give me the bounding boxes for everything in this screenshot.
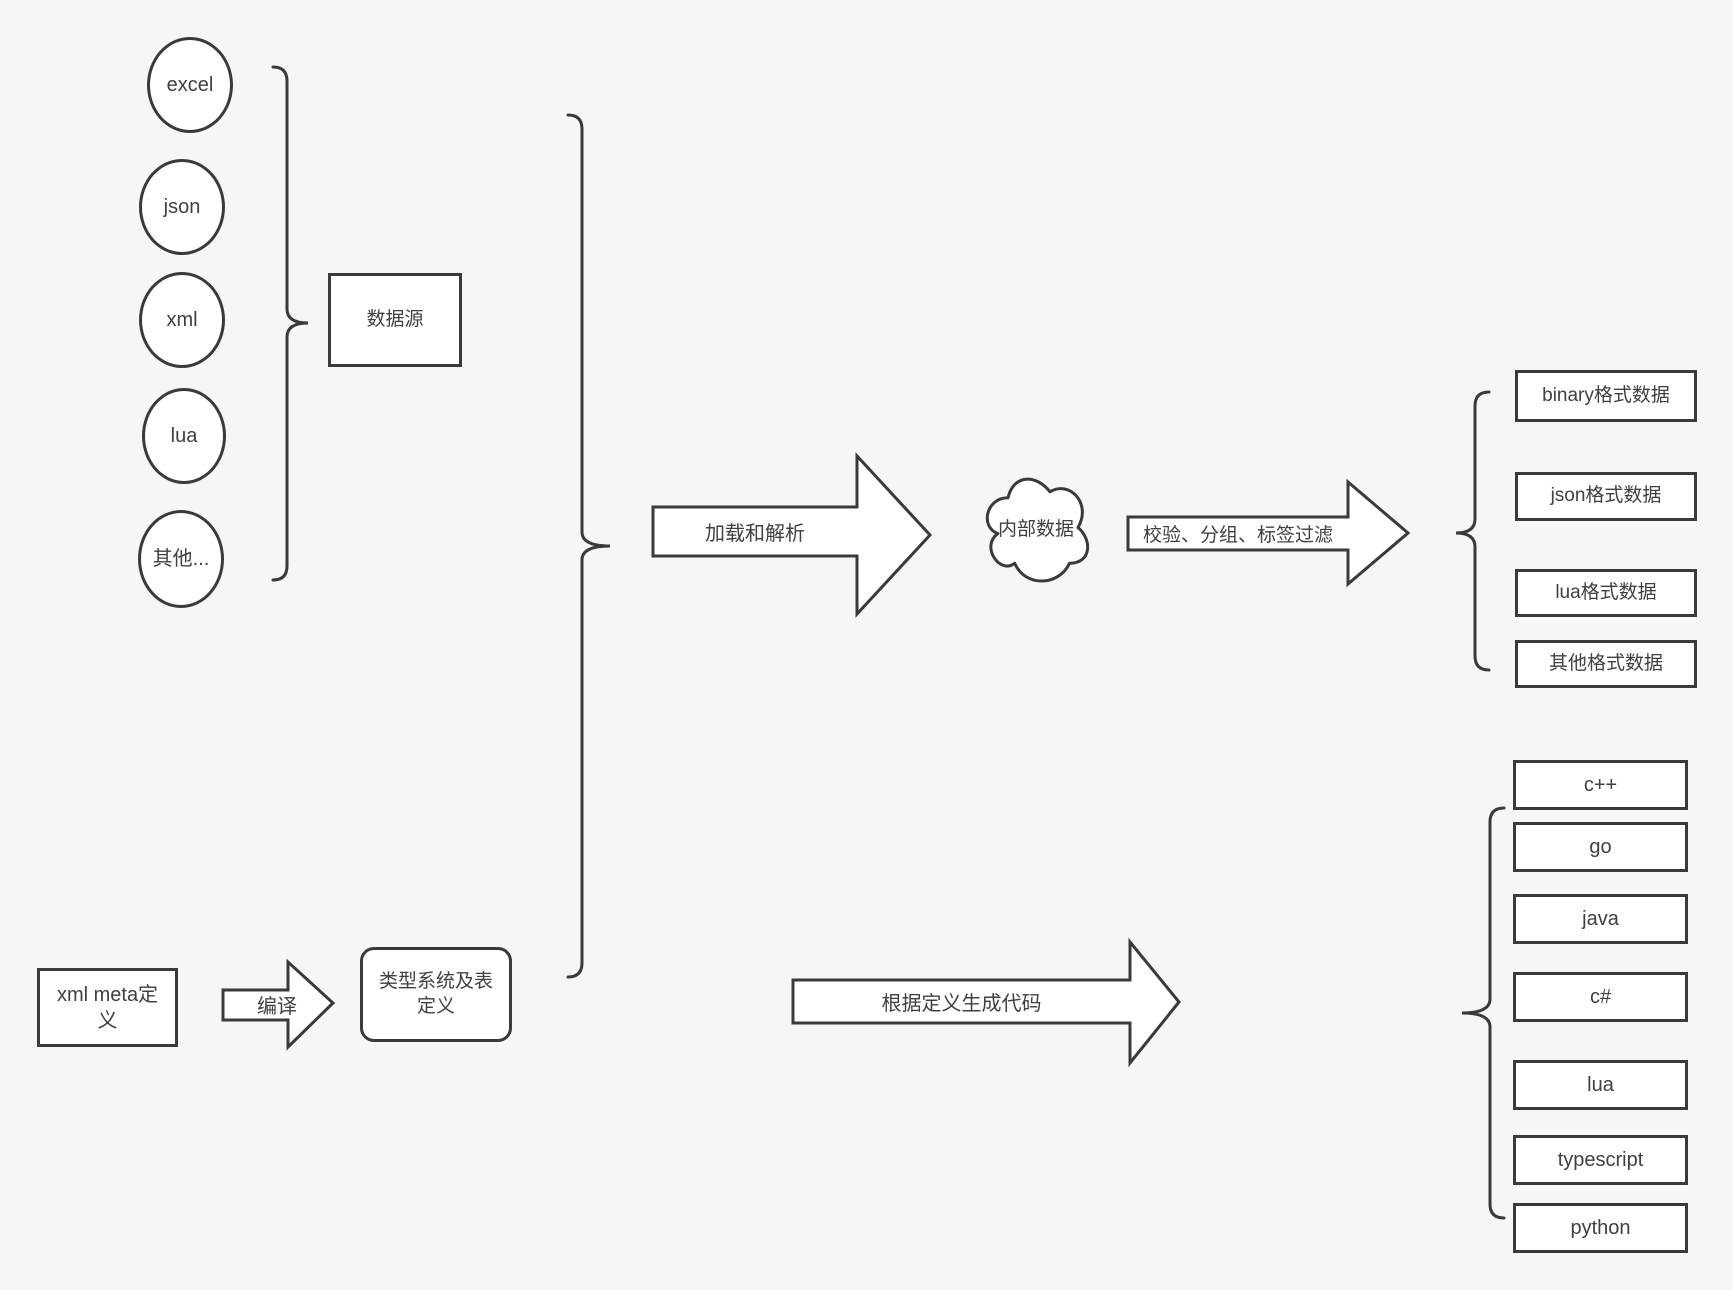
language-box-java: java	[1513, 894, 1688, 944]
language-box-python: python	[1513, 1203, 1688, 1253]
source-ellipse-json: json	[139, 159, 225, 255]
language-box-csharp: c#	[1513, 972, 1688, 1022]
compile-arrow-label: 编译	[257, 995, 297, 1018]
arrow-codegen	[791, 937, 1181, 1068]
language-box-lua: lua	[1513, 1060, 1688, 1110]
source-ellipse-lua: lua	[142, 388, 226, 484]
format-box-lua: lua格式数据	[1515, 569, 1697, 617]
data-source-group-box: 数据源	[328, 273, 462, 367]
language-box-cpp: c++	[1513, 760, 1688, 810]
format-box-other: 其他格式数据	[1515, 640, 1697, 688]
language-box-go: go	[1513, 822, 1688, 872]
arrow-load-parse	[651, 452, 933, 618]
brace-pipeline-input	[566, 113, 611, 979]
cloud-shape	[985, 477, 1090, 583]
codegen-arrow-label: 根据定义生成代码	[881, 993, 1042, 1015]
language-box-typescript: typescript	[1513, 1135, 1688, 1185]
source-ellipse-other: 其他...	[138, 510, 224, 608]
type-system-definition-box: 类型系统及表定义	[360, 947, 512, 1042]
format-box-binary: binary格式数据	[1515, 370, 1697, 422]
source-ellipse-excel: excel	[147, 37, 233, 133]
xml-meta-definition-box: xml meta定义	[37, 968, 178, 1047]
internal-data-cloud-label: 内部数据	[997, 519, 1074, 540]
load-parse-arrow-label: 加载和解析	[705, 523, 805, 545]
brace-format-outputs	[1455, 390, 1491, 672]
arrow-filter	[1126, 478, 1411, 588]
source-ellipse-xml: xml	[139, 272, 225, 368]
filter-arrow-label: 校验、分组、标签过滤	[1142, 524, 1333, 546]
format-box-json: json格式数据	[1515, 472, 1697, 521]
arrow-compile	[221, 958, 336, 1051]
brace-languages	[1461, 806, 1506, 1220]
brace-sources	[271, 65, 309, 582]
